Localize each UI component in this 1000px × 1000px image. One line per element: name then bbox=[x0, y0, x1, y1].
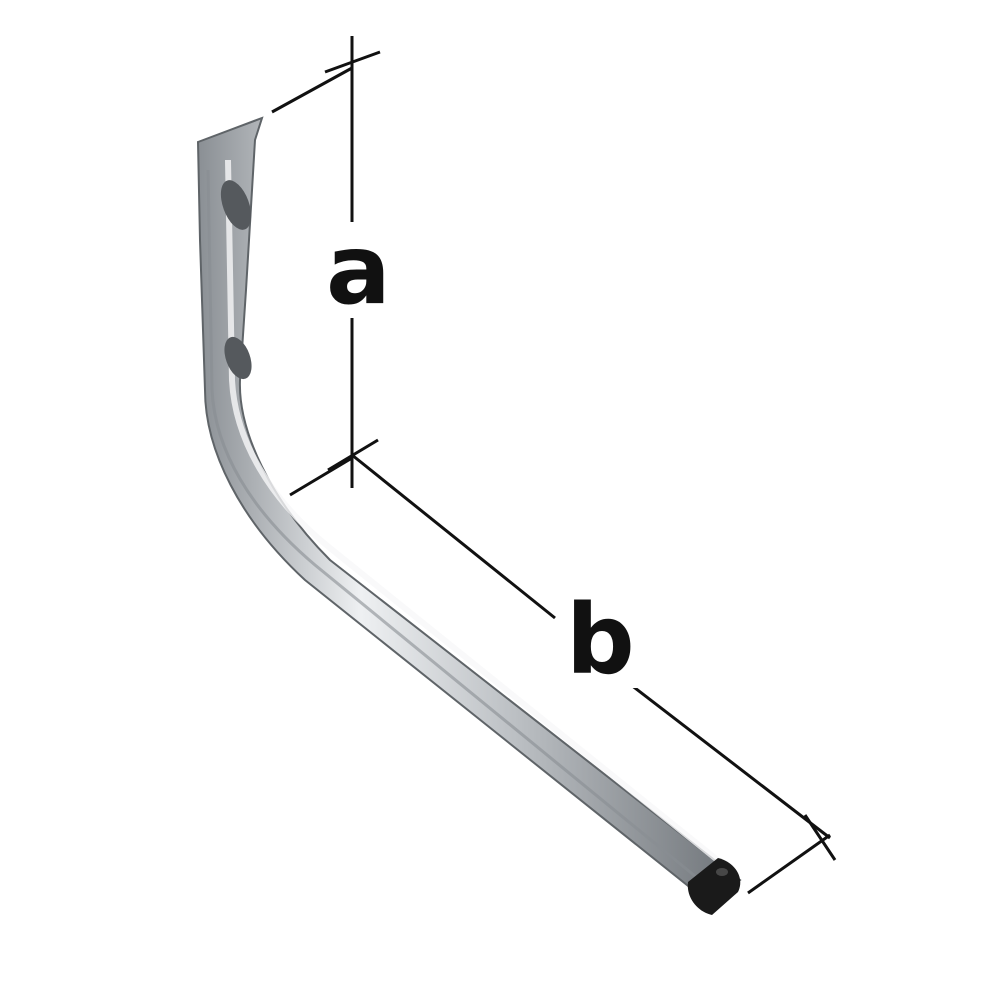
screw-hole-top bbox=[220, 180, 252, 230]
dimension-b-tick-end bbox=[803, 814, 837, 861]
dimension-b-line-top bbox=[351, 453, 556, 620]
dimension-b-line-bottom bbox=[621, 676, 831, 840]
screw-hole-bottom bbox=[224, 336, 252, 380]
dimension-extension-corner bbox=[289, 456, 353, 497]
dimension-a-extension-top bbox=[271, 66, 353, 114]
hook-highlight bbox=[225, 159, 722, 865]
hook-shadow-line bbox=[206, 169, 713, 892]
dimension-a-tick-top bbox=[324, 50, 381, 74]
dimension-b-label: b bbox=[562, 592, 639, 688]
dimension-b-extension-end bbox=[747, 833, 831, 895]
hook-bar bbox=[196, 116, 742, 907]
hook bbox=[196, 116, 742, 915]
dimension-lines bbox=[271, 36, 837, 895]
dimension-a-label: a bbox=[322, 222, 395, 318]
